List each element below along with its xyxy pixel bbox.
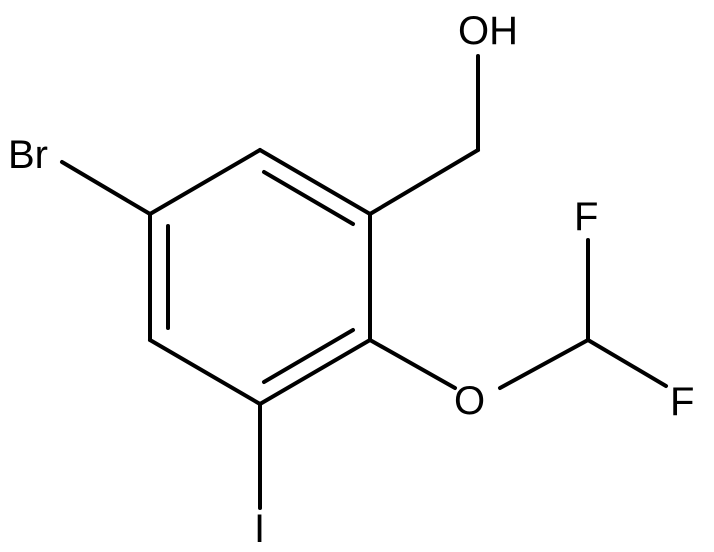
bond-ring-c3-c4-inner — [262, 328, 355, 384]
atom-label-f-right: F — [670, 380, 694, 424]
bonds — [60, 54, 668, 510]
atom-label-o: O — [454, 379, 485, 423]
atom-label-f-top: F — [574, 195, 598, 239]
bond-chf2-f-right — [586, 338, 668, 388]
bond-c2-ch2 — [368, 148, 480, 216]
bond-o-chf2 — [498, 338, 590, 390]
atom-label-br: Br — [8, 133, 48, 177]
bond-c3-o — [368, 338, 457, 390]
bond-ring-c1-c2-inner — [262, 170, 355, 226]
bond-ring-c4-c5 — [148, 338, 262, 406]
atom-label-i: I — [254, 507, 265, 551]
atom-labels: Br OH O F F I — [8, 9, 694, 551]
atom-label-oh: OH — [458, 9, 518, 53]
bond-c6-br — [60, 160, 152, 216]
bond-ring-c1-c2 — [258, 148, 372, 216]
bond-ring-c6-c1 — [148, 148, 262, 216]
bond-ring-c3-c4 — [258, 338, 372, 406]
